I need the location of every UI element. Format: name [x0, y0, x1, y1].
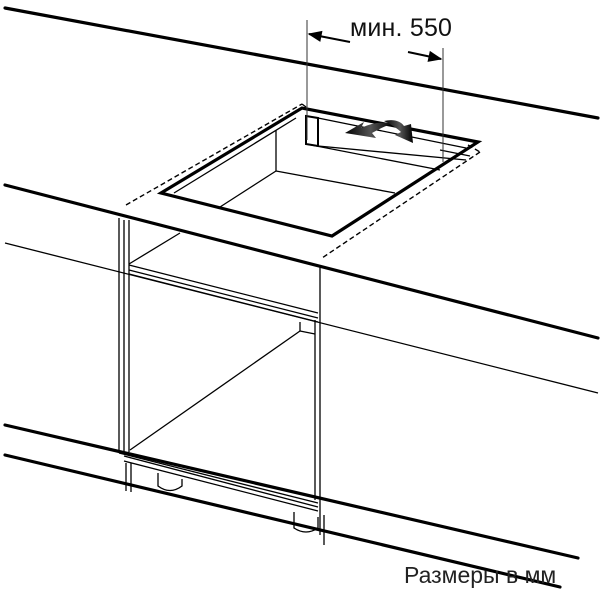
cutout-inner-lip-left: [173, 117, 297, 194]
cooktop-footprint-left: [125, 103, 303, 206]
cabinet-inner-corner-h: [299, 330, 316, 335]
top-rail-upper: [128, 264, 319, 314]
plinth-bottom-line: [3, 453, 562, 589]
cooktop-footprint-corner: [301, 103, 307, 108]
worktop-front-top-edge: [3, 183, 600, 340]
bottom-rail-middle: [123, 455, 319, 508]
plinth-top-line: [3, 423, 580, 560]
top-rail-lower: [128, 273, 319, 323]
bottom-rail-lower: [123, 460, 319, 512]
units-note: Размеры в мм: [404, 562, 557, 588]
plinth: [3, 423, 580, 589]
cabinet-legs: [157, 473, 319, 533]
cabinet-top-inner-diagonal: [128, 232, 181, 265]
cabinet-leg-front-right: [293, 512, 319, 533]
dimension-arrow-icon: [307, 30, 351, 43]
worktop-back-edge: [3, 6, 600, 120]
dimension-label: мин. 550: [350, 14, 453, 42]
dimension: [306, 20, 444, 162]
back-rail-end: [305, 114, 319, 148]
dimension-arrow-icon: [407, 50, 443, 62]
cabinet-floor-diagonal: [129, 330, 301, 451]
top-rail-middle: [128, 269, 319, 319]
cutout-inner-lip-back: [317, 145, 467, 161]
back-rail-right: [439, 149, 471, 157]
bottom-rail-upper: [118, 452, 319, 504]
back-rail-bottom: [305, 143, 441, 171]
double-arrow-icon: [345, 120, 413, 143]
cabinet: [118, 218, 325, 545]
worktop: [3, 6, 600, 394]
cooktop-footprint-right: [321, 151, 481, 259]
cutout-floor-back: [275, 170, 396, 194]
back-rail-top: [317, 117, 467, 149]
cutout-outline: [156, 106, 483, 238]
cutout: [125, 103, 483, 259]
cabinet-leg-front-left: [157, 473, 183, 492]
cutout-floor-left: [219, 170, 277, 208]
